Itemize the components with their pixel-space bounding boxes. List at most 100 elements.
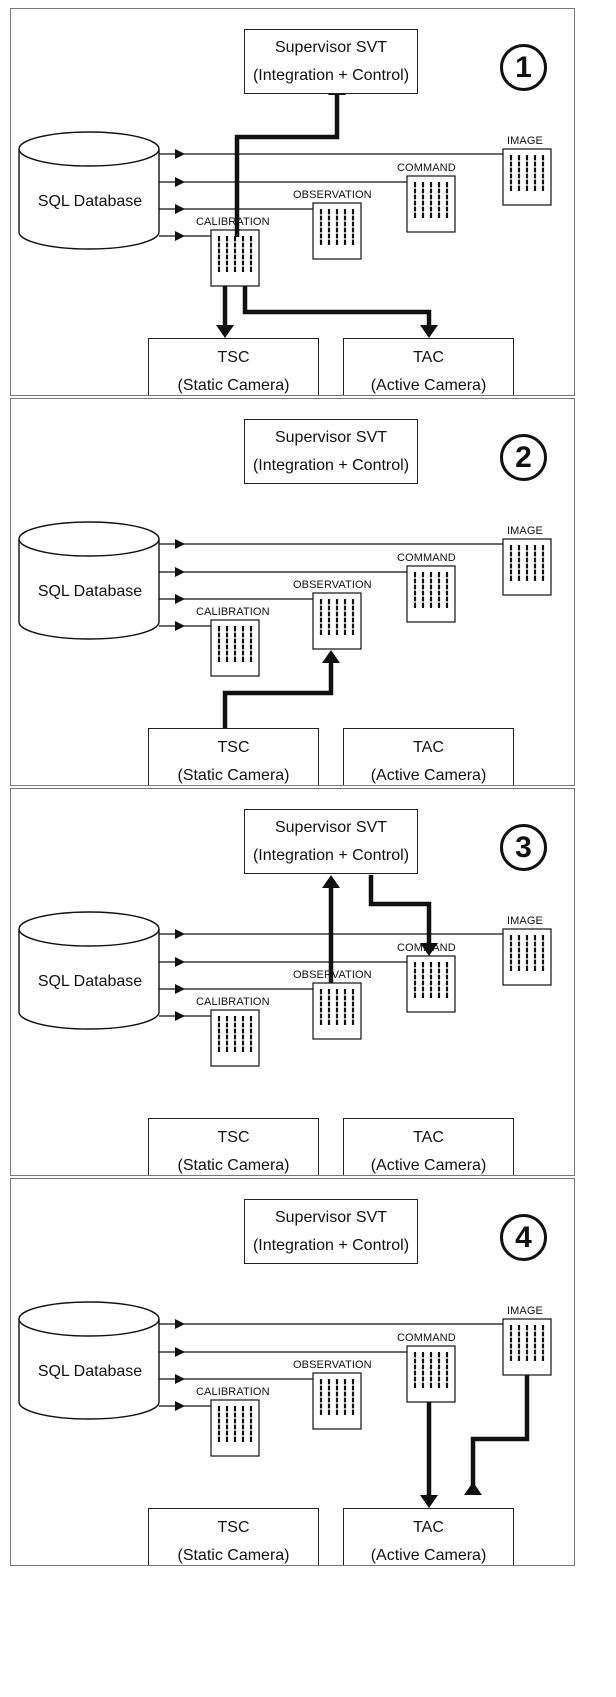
calibration-label: CALIBRATION [196, 1386, 270, 1398]
panel-4: Supervisor SVT (Integration + Control) 4… [10, 1178, 575, 1566]
tsc-subtitle: (Static Camera) [177, 1547, 290, 1564]
document-icon [502, 1318, 552, 1376]
flow-arrowhead [420, 325, 438, 338]
document-icon [502, 148, 552, 206]
calibration-label: CALIBRATION [196, 996, 270, 1008]
command-label: COMMAND [397, 552, 456, 564]
tsc-subtitle: (Static Camera) [177, 377, 290, 394]
panel-1: Supervisor SVT (Integration + Control) 1… [10, 8, 575, 396]
document-icon [406, 565, 456, 623]
supervisor-subtitle: (Integration + Control) [252, 457, 410, 474]
image-label: IMAGE [507, 135, 543, 147]
flow-arrows [222, 650, 340, 728]
tac-box: TAC (Active Camera) [343, 1508, 514, 1565]
flow-arrow-line [368, 875, 432, 943]
command-label: COMMAND [397, 942, 456, 954]
database-label: SQL Database [37, 583, 143, 600]
database-icon [18, 131, 160, 250]
document-icon [210, 1399, 260, 1457]
flow-arrowhead [420, 943, 438, 956]
flow-arrowhead [420, 1495, 438, 1508]
supervisor-box: Supervisor SVT (Integration + Control) [244, 809, 418, 874]
tsc-box: TSC (Static Camera) [148, 338, 319, 395]
panel-2: Supervisor SVT (Integration + Control) 2… [10, 398, 575, 786]
document-icon [312, 1372, 362, 1430]
supervisor-title: Supervisor SVT [274, 1209, 388, 1226]
image-label: IMAGE [507, 915, 543, 927]
flow-arrows [322, 875, 438, 983]
observation-label: OBSERVATION [293, 189, 372, 201]
supervisor-subtitle: (Integration + Control) [252, 67, 410, 84]
document-icon [312, 202, 362, 260]
panel-graphics [18, 82, 552, 338]
panel-number: 2 [500, 434, 547, 481]
tac-box: TAC (Active Camera) [343, 728, 514, 785]
image-label: IMAGE [507, 1305, 543, 1317]
tac-subtitle: (Active Camera) [370, 1547, 487, 1564]
tac-subtitle: (Active Camera) [370, 1157, 487, 1174]
document-icon [312, 592, 362, 650]
supervisor-title: Supervisor SVT [274, 819, 388, 836]
data-lines [159, 1319, 503, 1411]
tac-title: TAC [413, 349, 444, 366]
database-icon [18, 1301, 160, 1420]
tac-subtitle: (Active Camera) [370, 377, 487, 394]
panel-graphics [18, 875, 552, 1067]
flow-arrowhead [322, 875, 340, 888]
document-icon [210, 1009, 260, 1067]
flow-arrow-line [470, 1375, 530, 1495]
tsc-title: TSC [217, 739, 250, 756]
document-icon [406, 175, 456, 233]
supervisor-title: Supervisor SVT [274, 429, 388, 446]
panel-graphics [18, 1301, 552, 1508]
supervisor-box: Supervisor SVT (Integration + Control) [244, 29, 418, 94]
observation-label: OBSERVATION [293, 969, 372, 981]
database-label: SQL Database [37, 973, 143, 990]
document-icon [406, 955, 456, 1013]
tsc-title: TSC [217, 1129, 250, 1146]
tac-box: TAC (Active Camera) [343, 338, 514, 395]
document-icon [210, 619, 260, 677]
calibration-label: CALIBRATION [196, 216, 270, 228]
document-icon [210, 229, 260, 287]
database-icon [18, 521, 160, 640]
observation-label: OBSERVATION [293, 579, 372, 591]
tac-subtitle: (Active Camera) [370, 767, 487, 784]
panel-number: 1 [500, 44, 547, 91]
panel-number: 3 [500, 824, 547, 871]
flow-arrows [420, 1375, 530, 1508]
supervisor-title: Supervisor SVT [274, 39, 388, 56]
tsc-subtitle: (Static Camera) [177, 767, 290, 784]
data-lines [159, 929, 503, 1021]
image-label: IMAGE [507, 525, 543, 537]
tac-title: TAC [413, 1129, 444, 1146]
database-label: SQL Database [37, 193, 143, 210]
panel-graphics [18, 521, 552, 728]
flow-arrow-line [234, 95, 340, 237]
tac-box: TAC (Active Camera) [343, 1118, 514, 1175]
tsc-box: TSC (Static Camera) [148, 728, 319, 785]
tac-title: TAC [413, 1519, 444, 1536]
tsc-box: TSC (Static Camera) [148, 1508, 319, 1565]
flow-arrowhead [464, 1482, 482, 1495]
command-label: COMMAND [397, 162, 456, 174]
supervisor-subtitle: (Integration + Control) [252, 847, 410, 864]
calibration-label: CALIBRATION [196, 606, 270, 618]
database-label: SQL Database [37, 1363, 143, 1380]
tsc-title: TSC [217, 1519, 250, 1536]
panel-3: Supervisor SVT (Integration + Control) 3… [10, 788, 575, 1176]
supervisor-box: Supervisor SVT (Integration + Control) [244, 1199, 418, 1264]
document-icon [312, 982, 362, 1040]
tsc-title: TSC [217, 349, 250, 366]
flow-arrowhead [216, 325, 234, 338]
document-icon [502, 538, 552, 596]
tac-title: TAC [413, 739, 444, 756]
command-label: COMMAND [397, 1332, 456, 1344]
flow-arrow-line [242, 286, 432, 325]
tsc-box: TSC (Static Camera) [148, 1118, 319, 1175]
panel-number: 4 [500, 1214, 547, 1261]
tsc-subtitle: (Static Camera) [177, 1157, 290, 1174]
supervisor-subtitle: (Integration + Control) [252, 1237, 410, 1254]
flow-arrowhead [322, 650, 340, 663]
supervisor-box: Supervisor SVT (Integration + Control) [244, 419, 418, 484]
